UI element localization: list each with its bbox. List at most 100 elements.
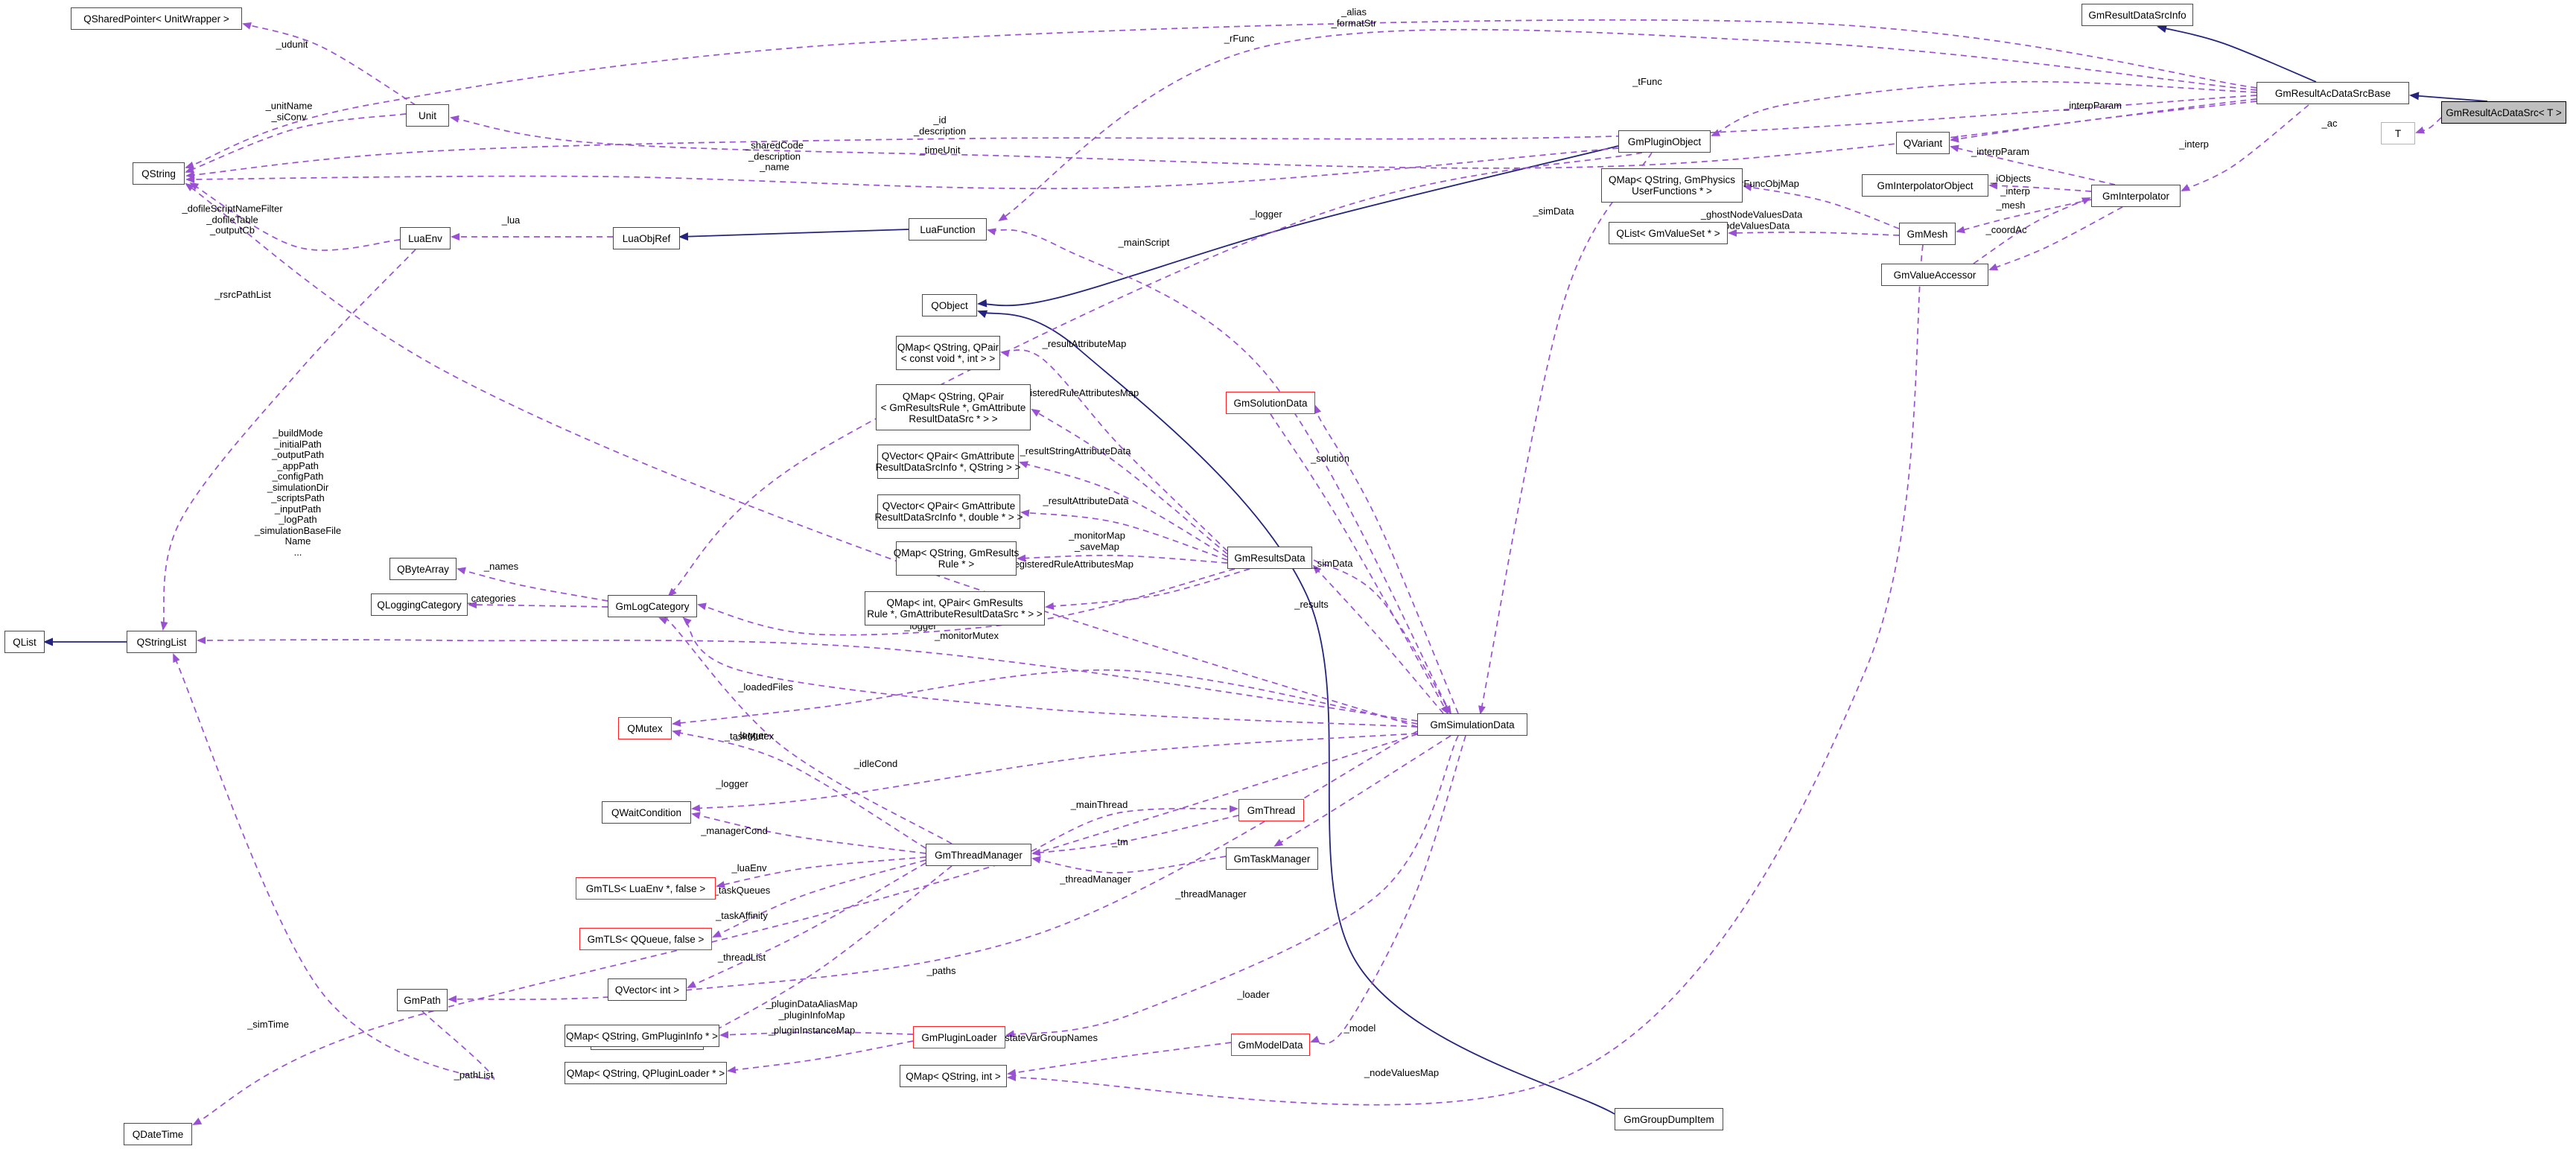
class-node-qstringlist[interactable]: QStringList [127, 631, 197, 653]
class-node-label: GmValueAccessor [1893, 269, 1976, 281]
class-node-qobject[interactable]: QObject [922, 294, 977, 316]
member-edge [1017, 554, 1228, 564]
class-node-qmap_constvoid[interactable]: QMap< QString, QPair< const void *, int … [896, 336, 1000, 370]
class-node-gmvalueaccessor[interactable]: GmValueAccessor [1881, 264, 1988, 286]
member-edge [667, 152, 1643, 597]
member-edge [1973, 197, 2091, 264]
class-node-label: GmSimulationData [1430, 719, 1515, 731]
member-edge [987, 228, 1451, 714]
member-edge [1045, 568, 1250, 610]
class-node-label: LuaObjRef [622, 232, 671, 244]
member-edge [1950, 101, 2257, 143]
class-node-label: GmInterpolator [2102, 190, 2170, 202]
class-node-gmresultsdata[interactable]: GmResultsData [1227, 547, 1312, 569]
member-edge [1000, 349, 1228, 552]
class-node-qvector_int[interactable]: QVector< int > [608, 978, 687, 1001]
class-node-unit[interactable]: Unit [406, 104, 449, 127]
member-edge [1007, 1042, 1232, 1077]
member-edge [450, 98, 2257, 169]
class-node-luaobjref[interactable]: LuaObjRef [613, 227, 680, 249]
class-node-label: UserFunctions * > [1632, 185, 1712, 197]
class-node-qmap_plugininfo[interactable]: QMap< QString, GmPluginInfo * > [565, 1025, 719, 1047]
class-node-gmresultacdatasrcbase[interactable]: GmResultAcDataSrcBase [2257, 82, 2409, 104]
class-node-luafunction[interactable]: LuaFunction [909, 218, 987, 241]
class-node-t[interactable]: T [2381, 122, 2415, 144]
class-node-label: ResultDataSrcInfo *, double * > > [874, 512, 1023, 523]
member-edge [1273, 735, 1451, 847]
inheritance-edge [2157, 25, 2317, 83]
class-node-label: QByteArray [397, 563, 449, 575]
member-edge [1019, 461, 1228, 558]
member-edge [682, 617, 1418, 728]
class-node-label: GmMesh [1906, 228, 1948, 240]
class-node-gmmodeldata[interactable]: GmModelData [1231, 1034, 1310, 1056]
class-node-qmap_qpluginloader[interactable]: QMap< QString, QPluginLoader * > [565, 1062, 727, 1084]
class-node-qloggingcategory[interactable]: QLoggingCategory [371, 593, 468, 616]
class-node-gmpath[interactable]: GmPath [397, 989, 448, 1011]
member-edge [672, 729, 926, 849]
class-node-qlist_valueset[interactable]: QList< GmValueSet * > [1609, 222, 1728, 244]
class-node-gmsimulationdata[interactable]: GmSimulationData [1417, 713, 1527, 736]
class-node-gmresultacdatasrc_t[interactable]: GmResultAcDataSrc< T > [2441, 101, 2566, 124]
class-node-luaenv[interactable]: LuaEnv [400, 227, 451, 249]
member-edge [704, 865, 953, 1037]
class-node-qdatetime[interactable]: QDateTime [124, 1123, 192, 1145]
class-node-gmsolutiondata[interactable]: GmSolutionData [1226, 392, 1315, 414]
inheritance-edge [977, 145, 1619, 308]
member-edge [1728, 229, 1900, 237]
member-edge [1956, 199, 2092, 234]
class-node-qbytearray[interactable]: QByteArray [389, 558, 457, 580]
class-node-gminterpolatorobject[interactable]: GmInterpolatorObject [1862, 174, 1988, 197]
class-node-gmtls_luaenv[interactable]: GmTLS< LuaEnv *, false > [576, 877, 716, 900]
class-node-qmutex[interactable]: QMutex [618, 717, 672, 739]
member-edge [2415, 117, 2442, 134]
class-node-gmgroupdumpitem[interactable]: GmGroupDumpItem [1615, 1108, 1723, 1130]
class-node-gmthreadmanager[interactable]: GmThreadManager [926, 844, 1031, 866]
class-node-label: QMap< QString, GmPluginInfo * > [565, 1030, 719, 1042]
class-node-gmpluginobject[interactable]: GmPluginObject [1618, 130, 1711, 153]
member-edge [2181, 104, 2309, 191]
class-node-label: GmResultAcDataSrcBase [2274, 87, 2391, 99]
class-node-gmthread[interactable]: GmThread [1238, 799, 1304, 821]
class-node-label: GmModelData [1238, 1039, 1303, 1051]
class-node-qvariant[interactable]: QVariant [1896, 132, 1950, 154]
class-node-gmpluginloader[interactable]: GmPluginLoader [913, 1026, 1005, 1048]
class-node-label: QMap< int, QPair< GmResults [886, 597, 1023, 608]
class-node-label: QDateTime [132, 1128, 184, 1140]
class-node-qlist[interactable]: QList [4, 631, 45, 653]
class-node-label: GmPath [404, 994, 441, 1006]
class-node-gminterpolator[interactable]: GmInterpolator [2091, 185, 2181, 207]
class-node-gmtaskmanager[interactable]: GmTaskManager [1226, 847, 1318, 870]
class-node-label: GmTLS< LuaEnv *, false > [585, 882, 706, 894]
class-node-label: GmResultsData [1234, 552, 1306, 564]
inheritance-edge [2409, 92, 2488, 102]
class-node-gmtls_qqueue[interactable]: GmTLS< QQueue, false > [579, 928, 712, 950]
member-edge [457, 567, 608, 602]
member-edge [1020, 509, 1228, 561]
class-node-label: QVariant [1903, 137, 1943, 149]
class-node-label: QStringList [136, 636, 187, 648]
class-node-label: GmLogCategory [615, 600, 690, 612]
member-edge [727, 1040, 914, 1074]
class-node-qwaitcondition[interactable]: QWaitCondition [602, 801, 691, 824]
class-node-gmresultdatasrcinfo[interactable]: GmResultDataSrcInfo [2082, 4, 2193, 26]
member-edge [1312, 564, 1444, 714]
class-node-label: QVector< QPair< GmAttribute [881, 451, 1015, 462]
class-node-qstring[interactable]: QString [133, 162, 185, 185]
class-node-gmlogcategory[interactable]: GmLogCategory [608, 595, 697, 617]
class-node-qmap_qstring_int[interactable]: QMap< QString, int > [900, 1065, 1007, 1087]
class-node-label: QWaitCondition [611, 806, 682, 818]
class-node-label: GmTLS< QQueue, false > [587, 933, 705, 945]
member-edge [657, 611, 953, 844]
class-node-label: QMap< QString, QPluginLoader * > [566, 1067, 725, 1079]
class-node-qsharedpointer[interactable]: QSharedPointer< UnitWrapper > [71, 7, 242, 30]
class-node-qmap_resultsrule[interactable]: QMap< QString, QPair< GmResultsRule *, G… [876, 384, 1031, 430]
class-node-gmmesh[interactable]: GmMesh [1899, 223, 1956, 245]
